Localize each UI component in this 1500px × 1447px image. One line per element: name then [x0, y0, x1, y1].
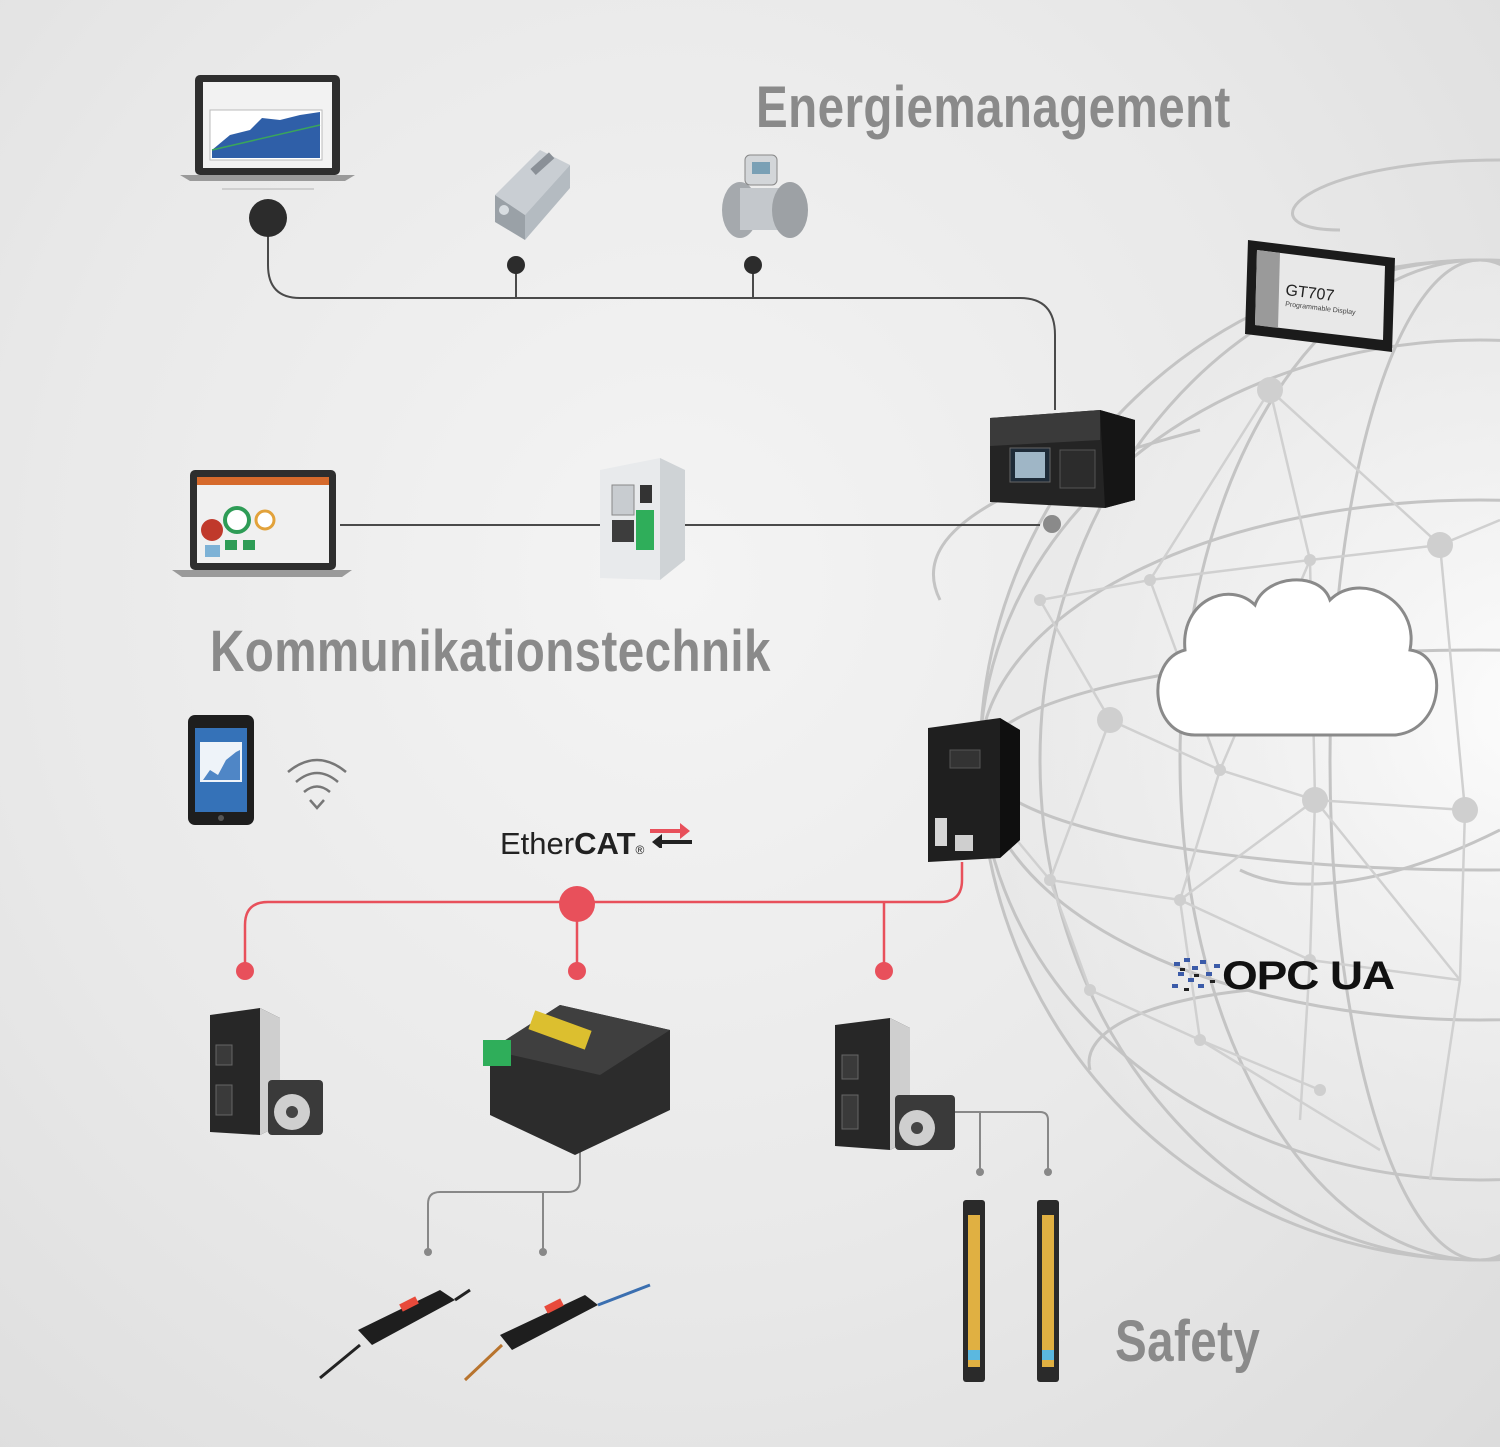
ethercat-trademark: ® — [635, 843, 645, 857]
light-curtain-icon — [1037, 1200, 1059, 1382]
opcua-logo: OPC UA — [1170, 952, 1395, 1003]
opcua-pattern-icon — [1172, 958, 1220, 991]
ethercat-logo: EtherCAT® — [500, 823, 692, 862]
tablet-icon — [188, 715, 254, 825]
fiber-amplifier-icon — [319, 1288, 471, 1380]
servo-drive-icon — [210, 1008, 280, 1135]
ethercat-logo-bold: CAT — [574, 826, 636, 861]
gateway-icon — [600, 458, 685, 580]
heading-energy-management: Energiemanagement — [756, 75, 1231, 140]
flow-sensor-icon — [495, 150, 570, 240]
servo-motor-icon — [895, 1095, 955, 1150]
hmi-display-icon: GT707 Programmable Display — [1245, 240, 1395, 352]
heading-safety: Safety — [1115, 1309, 1261, 1374]
hmi-model-label: GT707 — [1285, 282, 1336, 305]
wifi-icon — [287, 758, 347, 810]
plc-icon — [928, 718, 1020, 862]
gas-meter-icon — [722, 154, 808, 238]
heading-communication-technology: Kommunikationstechnik — [210, 619, 771, 684]
io-module-icon — [483, 1005, 670, 1155]
fiber-amplifier-icon — [463, 1283, 651, 1382]
servo-motor-icon — [268, 1080, 323, 1135]
servo-drive-icon — [835, 1018, 910, 1150]
ethercat-arrows-icon — [650, 823, 692, 848]
ethercat-logo-prefix: Ether — [500, 826, 575, 861]
energy-meter-icon — [990, 410, 1135, 508]
light-curtain-icon — [963, 1200, 985, 1382]
laptop-icon — [180, 75, 355, 190]
laptop-icon — [172, 470, 352, 577]
opcua-logo-text: OPC UA — [1222, 954, 1395, 998]
